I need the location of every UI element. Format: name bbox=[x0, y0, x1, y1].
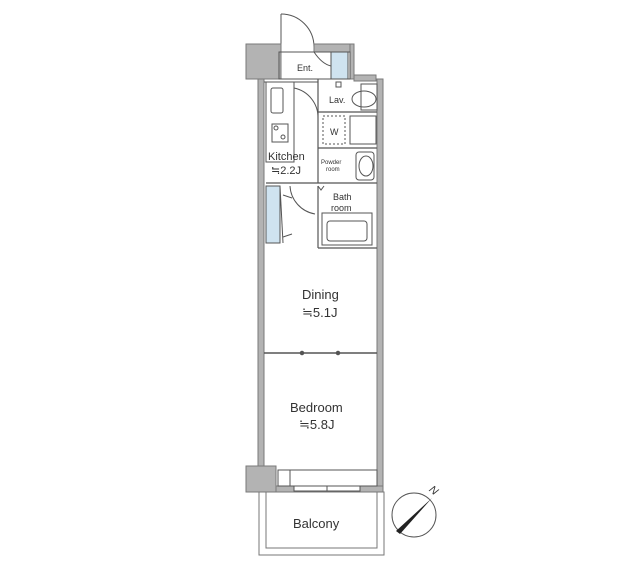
compass-north-label: N bbox=[426, 484, 440, 498]
sliding-partition bbox=[264, 350, 377, 356]
compass-icon bbox=[391, 492, 437, 538]
washer-label: W bbox=[330, 127, 339, 137]
bathroom-label-2: room bbox=[331, 203, 352, 213]
entrance-area bbox=[278, 51, 351, 80]
entrance-label: Ent. bbox=[297, 63, 313, 73]
lavatory-sink bbox=[335, 81, 378, 111]
partitions bbox=[266, 79, 377, 249]
closet bbox=[265, 185, 316, 244]
bedroom-label: Bedroom bbox=[290, 400, 343, 415]
kitchen-label: Kitchen bbox=[268, 151, 305, 163]
lavatory-label: Lav. bbox=[329, 95, 345, 105]
kitchen-size: ≒2.2J bbox=[271, 165, 301, 177]
dining-size: ≒5.1J bbox=[302, 305, 337, 320]
washer-space bbox=[322, 115, 377, 145]
toilet bbox=[355, 151, 375, 181]
dining-label: Dining bbox=[302, 287, 339, 302]
kitchen-counter bbox=[264, 81, 319, 163]
balcony bbox=[258, 491, 385, 556]
entrance-door bbox=[280, 13, 315, 48]
bathtub bbox=[317, 185, 373, 246]
bathroom-label-1: Bath bbox=[333, 192, 352, 202]
powder-room-label-2: room bbox=[326, 167, 340, 173]
powder-room-label-1: Powder bbox=[321, 160, 341, 166]
balcony-label: Balcony bbox=[293, 516, 340, 531]
walls bbox=[245, 43, 384, 493]
bedroom-window bbox=[277, 469, 378, 492]
bedroom-size: ≒5.8J bbox=[299, 417, 334, 432]
